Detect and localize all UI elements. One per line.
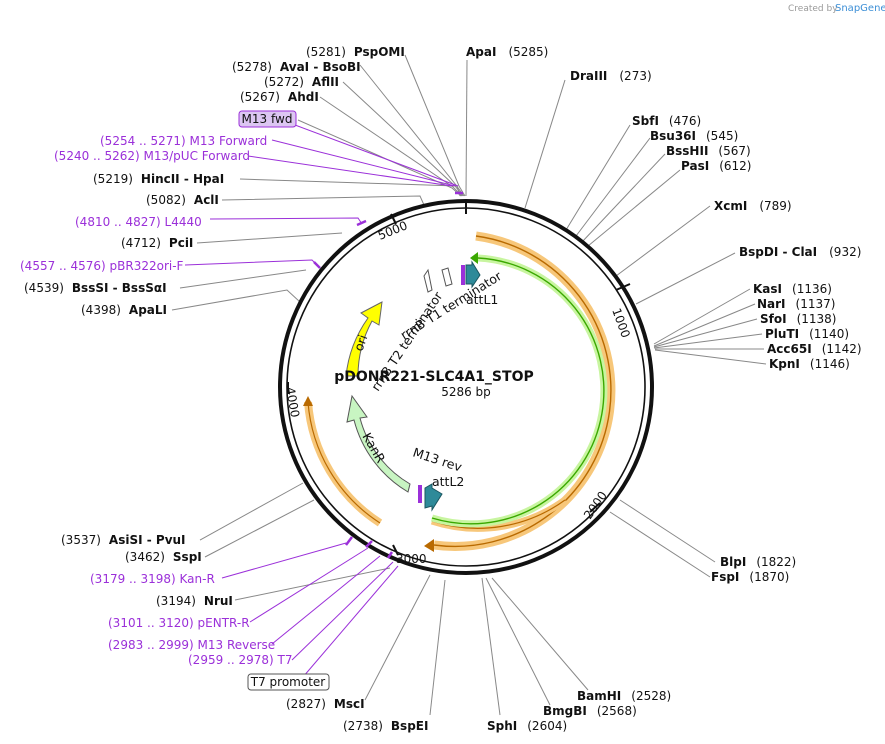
attl2-feature: [418, 483, 443, 512]
credit-text: Created by: [788, 4, 838, 14]
enzyme-label: (5278)AvaI - BsoBI: [232, 60, 361, 74]
enzyme-label: BssHII(567): [666, 144, 751, 158]
enzyme-label: KpnI(1146): [769, 357, 850, 371]
enzyme-label: SbfI(476): [632, 114, 701, 128]
kanr-label: KanR: [359, 430, 388, 466]
m13-fwd-label: M13 fwd: [242, 112, 293, 126]
enzyme-leader-lines: [171, 54, 767, 716]
enzyme-label: DraIII(273): [570, 69, 652, 83]
primer-label: (5240 .. 5262) M13/pUC Forward: [54, 149, 250, 163]
tick-label-4000: 4000: [283, 386, 302, 419]
enzyme-label: Acc65I(1142): [767, 342, 862, 356]
enzyme-label: NarI(1137): [757, 297, 835, 311]
ori-arrow: [345, 301, 383, 377]
plasmid-length: 5286 bp: [441, 385, 491, 399]
ori-label: ori: [351, 333, 371, 353]
primer-label: (2983 .. 2999) M13 Reverse: [108, 638, 275, 652]
enzyme-label: (2738)BspEI: [343, 719, 428, 733]
t7-promoter-label: T7 promoter: [250, 675, 326, 689]
primer-label: (5254 .. 5271) M13 Forward: [100, 134, 267, 148]
insert-green-arc: [430, 252, 608, 528]
primer-label: (2959 .. 2978) T7: [188, 653, 292, 667]
enzyme-label: (3462)SspI: [125, 550, 202, 564]
t7-promoter-box: T7 promoter: [247, 673, 330, 691]
enzyme-label: FspI(1870): [711, 570, 789, 584]
primer-label: (3179 .. 3198) Kan-R: [90, 572, 215, 586]
enzyme-label: (5272)AflII: [264, 75, 339, 89]
enzyme-label: BmgBI(2568): [543, 704, 637, 718]
enzyme-label: SfoI(1138): [760, 312, 836, 326]
primer-label: (3101 .. 3120) pENTR-R: [108, 616, 250, 630]
enzyme-label: (4712)PciI: [121, 236, 193, 250]
enzyme-label: ApaI(5285): [466, 45, 548, 59]
tick-label-3000: 3000: [396, 552, 427, 566]
enzyme-label: BspDI - ClaI(932): [739, 245, 861, 259]
brand-text: SnapGene: [835, 3, 885, 14]
insert-orange-arc: [424, 231, 616, 552]
primer-marks: [313, 191, 463, 559]
enzyme-labels: (5281)PspOMI ApaI(5285) (5278)AvaI - Bso…: [24, 45, 862, 733]
enzyme-label: Bsu36I(545): [650, 129, 738, 143]
attl2-label: attL2: [432, 474, 464, 489]
tick-label-1000: 1000: [609, 306, 633, 339]
attl1-feature: [461, 260, 481, 289]
enzyme-label: BlpI(1822): [720, 555, 796, 569]
tick-label-2000: 2000: [581, 489, 610, 522]
primer-label: (4810 .. 4827) L4440: [75, 215, 202, 229]
enzyme-label: PasI(612): [681, 159, 751, 173]
enzyme-label: (3194)NruI: [156, 594, 233, 608]
enzyme-label: (5267)AhdI: [240, 90, 319, 104]
enzyme-label: (5281)PspOMI: [306, 45, 405, 59]
m13-fwd-box: M13 fwd: [238, 110, 297, 128]
primer-labels: (5254 .. 5271) M13 Forward (5240 .. 5262…: [20, 134, 292, 667]
enzyme-label: (3537)AsiSI - PvuI: [61, 533, 186, 547]
enzyme-label: (4398)ApaLI: [81, 303, 167, 317]
orange-left-arc: [303, 396, 383, 527]
kanr-arrow: [346, 394, 411, 493]
terminator-arrows: [423, 267, 453, 293]
enzyme-label: (4539)BssSI - BssSαI: [24, 281, 167, 295]
plasmid-name: pDONR221-SLC4A1_STOP: [334, 369, 533, 385]
enzyme-label: PluTI(1140): [765, 327, 849, 341]
enzyme-label: SphI(2604): [487, 719, 567, 733]
enzyme-label: (5219)HincII - HpaI: [93, 172, 224, 186]
enzyme-label: (2827)MscI: [286, 697, 365, 711]
primer-label: (4557 .. 4576) pBR322ori-F: [20, 259, 184, 273]
enzyme-label: BamHI(2528): [577, 689, 671, 703]
enzyme-label: XcmI(789): [714, 199, 792, 213]
m13rev-label: M13 rev: [411, 445, 464, 475]
attl1-label: attL1: [466, 292, 498, 307]
enzyme-label: (5082)AclI: [146, 193, 219, 207]
enzyme-label: KasI(1136): [753, 282, 832, 296]
tick-marks: [287, 201, 631, 556]
